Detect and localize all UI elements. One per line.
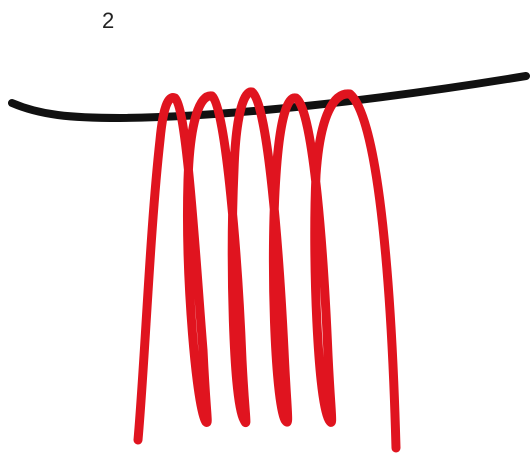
red-cord — [138, 92, 396, 448]
black-rope — [12, 76, 526, 118]
